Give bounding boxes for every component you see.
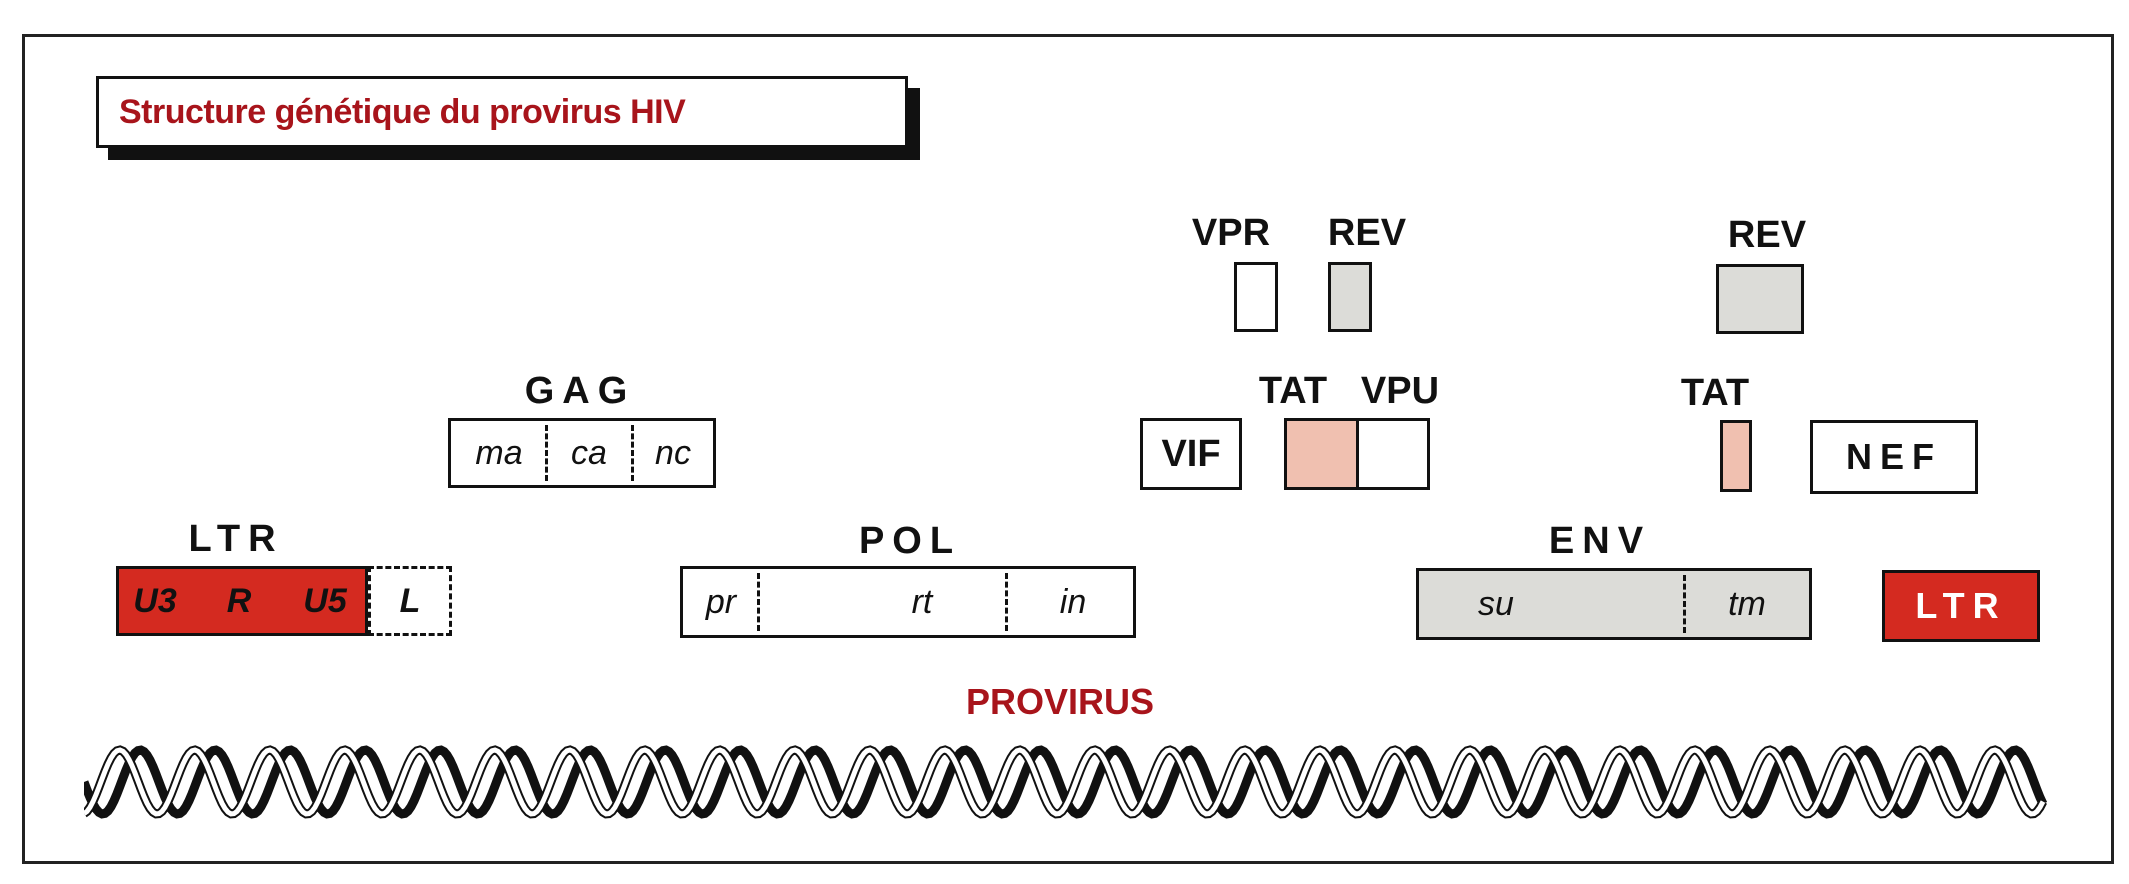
- ltr-right-box: LTR: [1882, 570, 2040, 642]
- pol-in: in: [1059, 582, 1087, 621]
- vpr-label: VPR: [1191, 212, 1271, 254]
- pol-box: pr rt in: [680, 566, 1136, 638]
- gag-ma: ma: [475, 433, 523, 472]
- env-su: su: [1478, 584, 1514, 623]
- pol-label: POL: [858, 520, 962, 562]
- tat-label-2: TAT: [1680, 372, 1750, 414]
- ltr-r: R: [226, 581, 252, 620]
- gag-divider: [545, 425, 548, 481]
- vpu-label: VPU: [1360, 370, 1440, 412]
- tat-box-1: [1284, 418, 1360, 490]
- ltr-left-label: LTR: [188, 518, 284, 560]
- figure-frame: [22, 34, 2114, 864]
- leader-box: L: [368, 566, 452, 636]
- tat-label-1: TAT: [1258, 370, 1328, 412]
- env-box: su tm: [1416, 568, 1812, 640]
- env-label: ENV: [1548, 520, 1652, 562]
- provirus-label: PROVIRUS: [965, 681, 1155, 722]
- pol-divider: [1005, 573, 1008, 631]
- vpu-box: [1356, 418, 1430, 490]
- ltr-left-box: U3 R U5: [116, 566, 368, 636]
- gag-divider: [631, 425, 634, 481]
- pol-divider: [757, 573, 760, 631]
- pol-pr: pr: [705, 582, 737, 621]
- env-tm: tm: [1728, 584, 1766, 623]
- gag-box: ma ca nc: [448, 418, 716, 488]
- pol-rt: rt: [911, 582, 933, 621]
- rev-label-1: REV: [1327, 212, 1407, 254]
- rev-box-1: [1328, 262, 1372, 332]
- env-divider: [1683, 575, 1686, 633]
- gag-label: GAG: [524, 370, 636, 412]
- ltr-u3: U3: [133, 581, 177, 620]
- rev-label-2: REV: [1727, 214, 1807, 256]
- vpr-box: [1234, 262, 1278, 332]
- rev-box-2: [1716, 264, 1804, 334]
- helix-strand-white-fill: [84, 747, 2046, 817]
- ltr-u5: U5: [303, 581, 347, 620]
- gag-ca: ca: [571, 433, 607, 472]
- tat-box-2: [1720, 420, 1752, 492]
- figure-title: Structure génétique du provirus HIV: [96, 76, 908, 148]
- dna-helix-illustration: [84, 745, 2048, 819]
- vif-box: VIF: [1140, 418, 1242, 490]
- nef-box: NEF: [1810, 420, 1978, 494]
- helix-strand-hatch-fill: [84, 747, 2046, 817]
- gag-nc: nc: [655, 433, 691, 472]
